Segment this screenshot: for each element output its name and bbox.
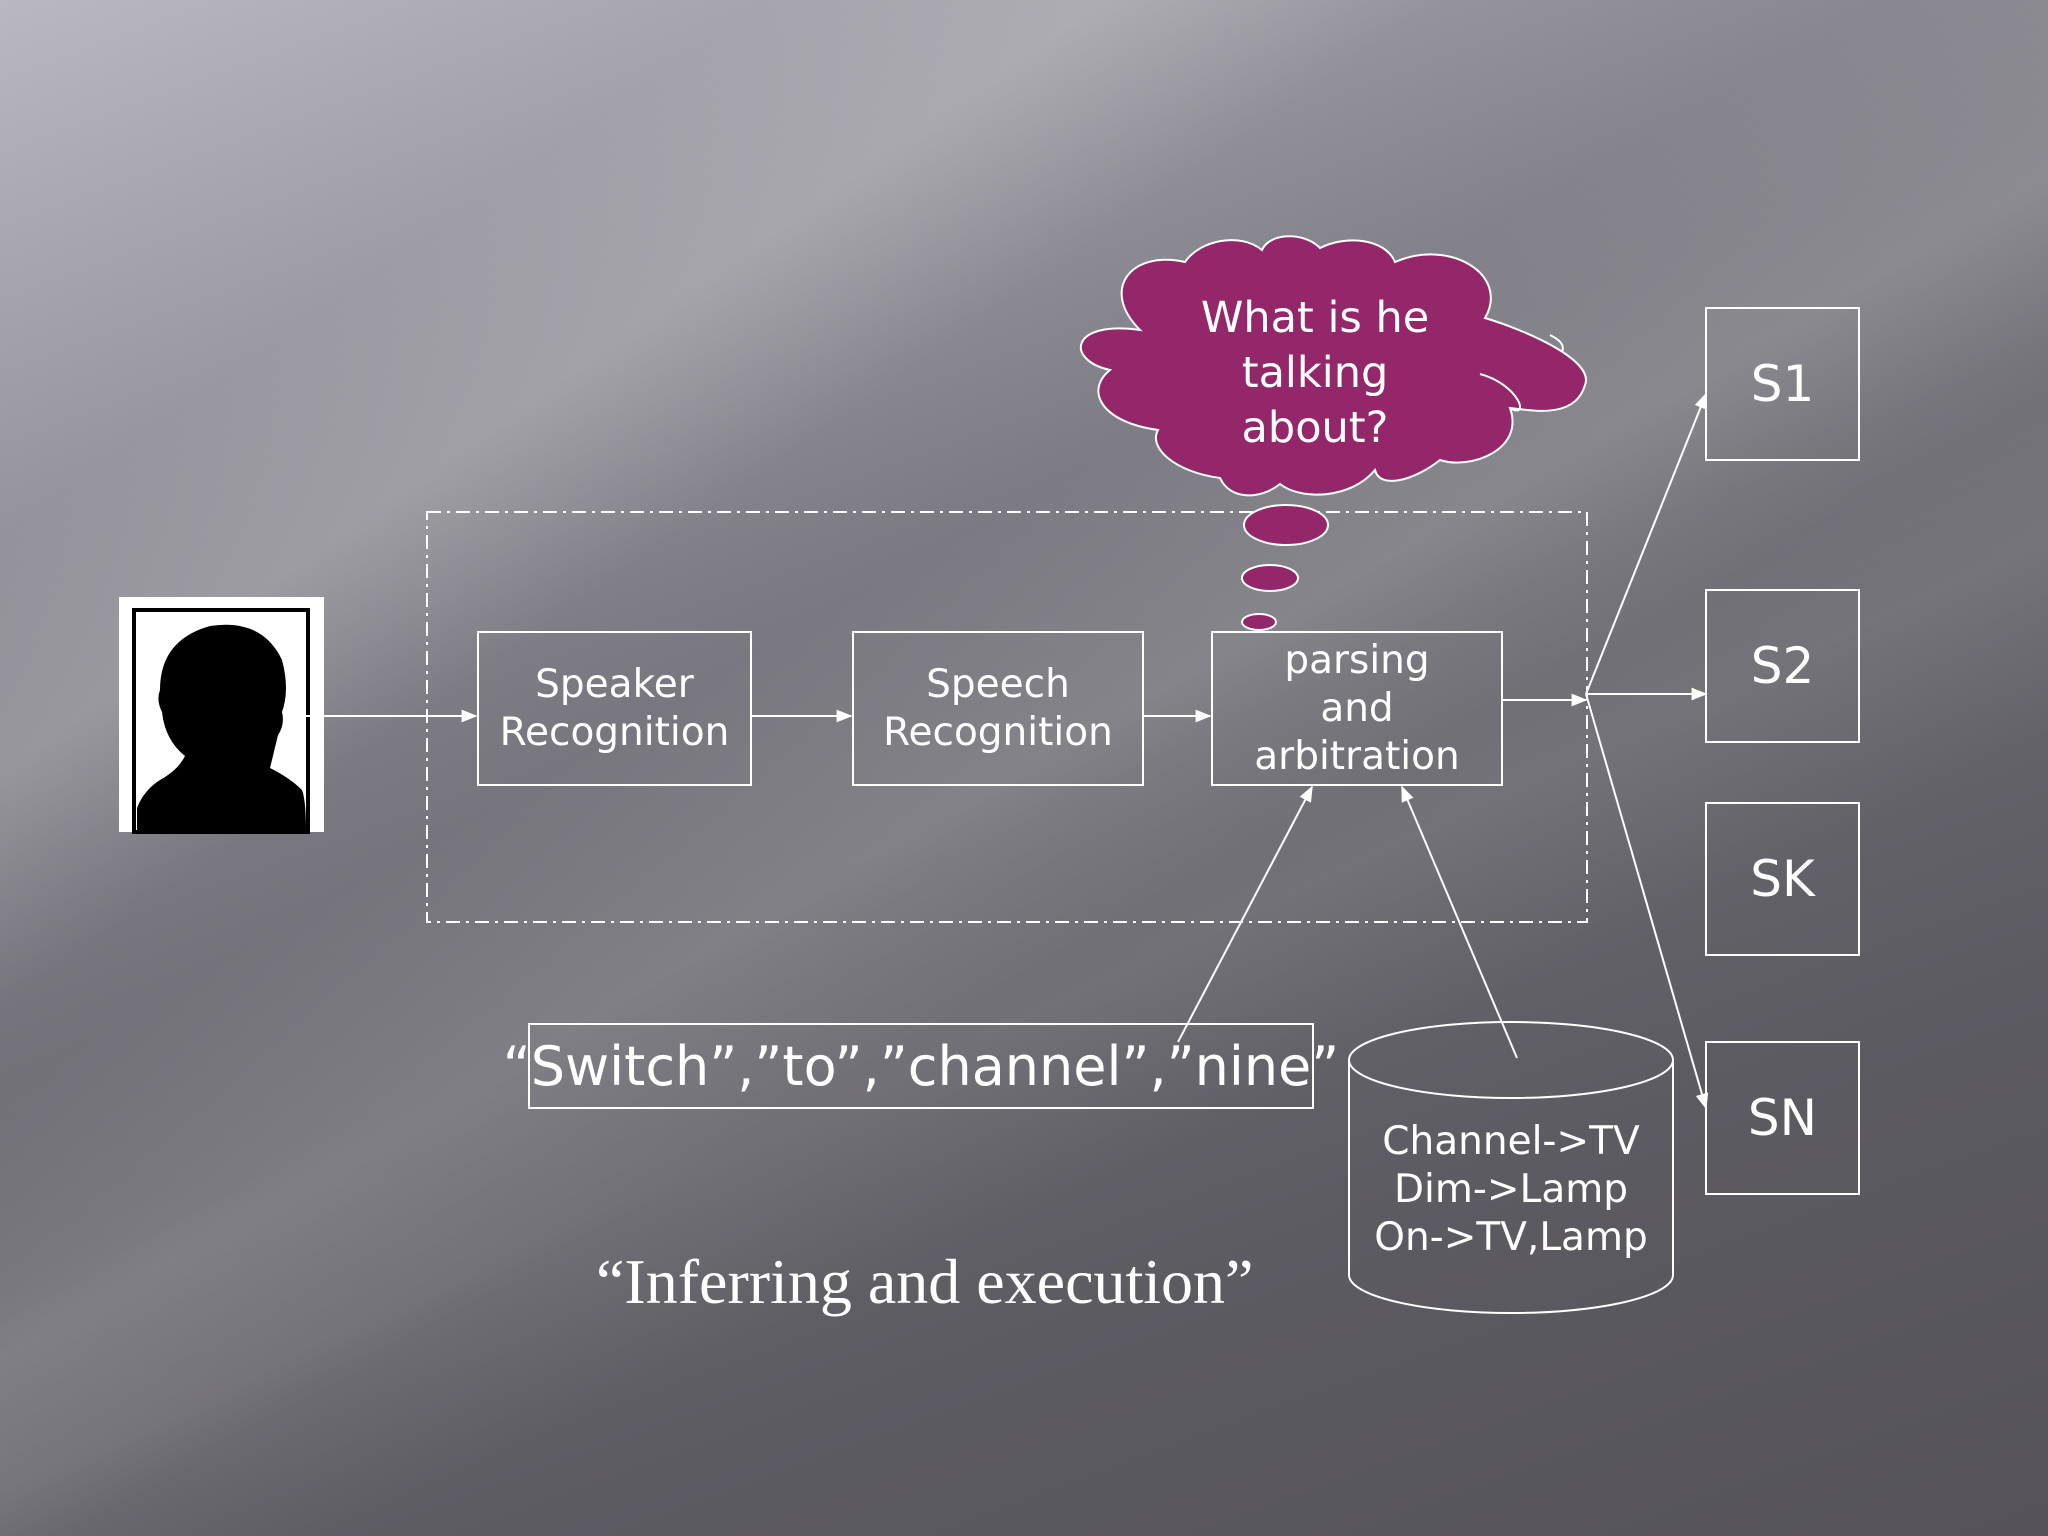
thought-cloud <box>1080 235 1587 631</box>
speaker-recognition-label: Speaker Recognition <box>499 661 730 755</box>
output-s1-label: S1 <box>1750 355 1815 413</box>
connectors <box>304 392 1709 1110</box>
output-sk-box <box>1705 802 1860 956</box>
speaker-recognition-box <box>477 631 752 786</box>
thought-bubble-large <box>1243 504 1329 546</box>
parsing-box <box>1211 631 1503 786</box>
thought-bubble-text: What is he talking about? <box>1200 292 1430 453</box>
tokens-text: “Switch”,”to”,”channel”,”nine” <box>502 1034 1340 1098</box>
database-cylinder <box>1348 1021 1674 1314</box>
arrow-tokens-to-parsing <box>1177 785 1313 1043</box>
parsing-label: parsing and arbitration <box>1254 637 1460 779</box>
output-s2-box <box>1705 589 1860 743</box>
output-s1-box <box>1705 307 1860 461</box>
output-sn-label: SN <box>1747 1089 1818 1147</box>
arrow-database-to-parsing <box>1401 785 1518 1059</box>
arrow-hub-to-sn <box>1585 693 1709 1110</box>
slide-caption: “Inferring and execution” <box>596 1246 1254 1317</box>
tokens-box <box>528 1023 1314 1109</box>
output-sk-label: SK <box>1750 850 1815 908</box>
person-silhouette-icon <box>119 597 324 834</box>
thought-bubble-medium <box>1241 564 1299 592</box>
output-sn-box <box>1705 1041 1860 1195</box>
output-s2-label: S2 <box>1750 637 1815 695</box>
speech-recognition-label: Speech Recognition <box>883 661 1113 755</box>
arrow-hub-to-s1 <box>1585 392 1707 695</box>
thought-bubble-small <box>1241 613 1277 631</box>
speech-recognition-box <box>852 631 1144 786</box>
database-text: Channel->TV Dim->Lamp On->TV,Lamp <box>1374 1119 1648 1260</box>
